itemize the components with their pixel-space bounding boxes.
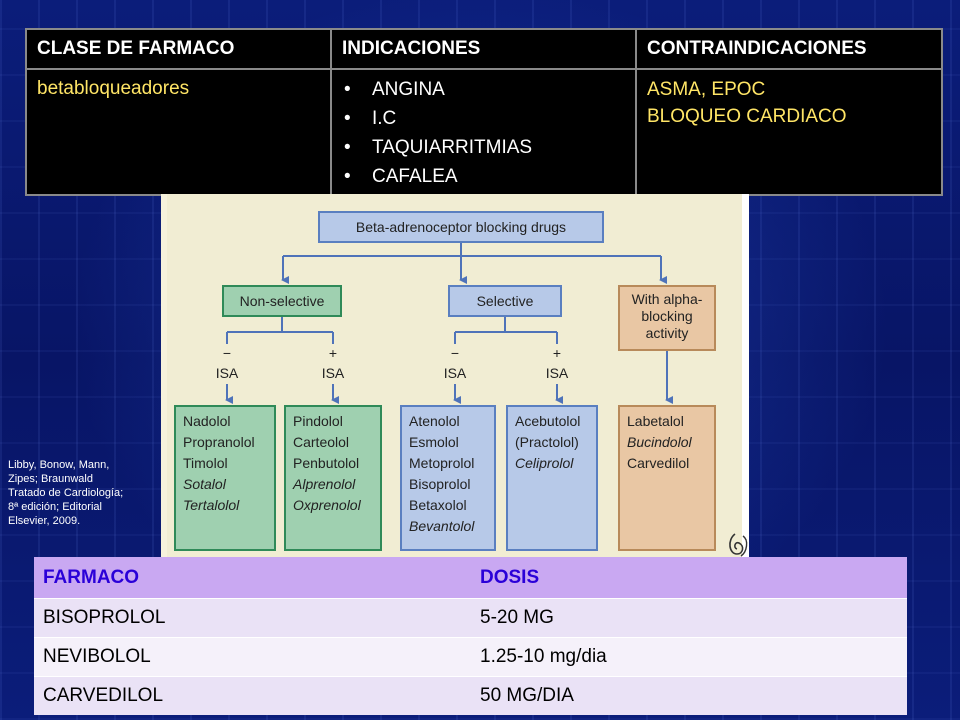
indication-text: TAQUIARRITMIAS bbox=[372, 137, 533, 158]
indication-item: • I.C bbox=[344, 107, 635, 136]
sel-plus-drug-box bbox=[506, 405, 598, 551]
drug-name-label: Timolol bbox=[183, 455, 228, 471]
drug-name-label: Esmolol bbox=[409, 434, 459, 450]
diagram-svg: Beta-adrenoceptor blocking drugsNon-sele… bbox=[174, 211, 716, 551]
drug-name-label: Nadolol bbox=[183, 413, 230, 429]
alpha-blocking-label: With alpha- bbox=[632, 291, 703, 307]
nonsel-plus-isa-sign: + bbox=[329, 345, 337, 361]
drug-name-label: Pindolol bbox=[293, 413, 343, 429]
bullet-icon: • bbox=[344, 166, 351, 187]
bullet-icon: • bbox=[344, 108, 351, 129]
drug-name-label: Bucindolol bbox=[627, 434, 692, 450]
nonsel-minus-isa-label: ISA bbox=[216, 365, 239, 381]
contraindication-text: ASMA, EPOC bbox=[647, 79, 766, 100]
nonsel-plus-isa-label: ISA bbox=[322, 365, 345, 381]
drug-name-label: Carvedilol bbox=[627, 455, 689, 471]
alpha-drug-box bbox=[618, 405, 716, 551]
selective-label: Selective bbox=[477, 293, 534, 309]
header-drug-class: CLASE DE FARMACO bbox=[25, 28, 332, 70]
dose-cell: 1.25-10 mg/dia bbox=[471, 637, 907, 677]
drug-name-label: Sotalol bbox=[183, 476, 227, 492]
nonsel-minus-drug-box bbox=[174, 405, 276, 551]
drug-class-table: CLASE DE FARMACO INDICACIONES CONTRAINDI… bbox=[25, 28, 943, 196]
drug-name-label: Betaxolol bbox=[409, 497, 467, 513]
drug-name-label: Acebutolol bbox=[515, 413, 580, 429]
table-row: CARVEDILOL 50 MG/DIA bbox=[34, 676, 907, 715]
root-box bbox=[318, 211, 604, 243]
drug-class-name: betabloqueadores bbox=[37, 78, 190, 99]
drug-name-label: Labetalol bbox=[627, 413, 684, 429]
drug-name-label: Penbutolol bbox=[293, 455, 359, 471]
sel-minus-isa-sign: − bbox=[451, 345, 459, 361]
table-row: BISOPROLOL 5-20 MG bbox=[34, 598, 907, 638]
drug-cell: BISOPROLOL bbox=[34, 598, 471, 638]
nonselective-box bbox=[222, 285, 342, 317]
bullet-icon: • bbox=[344, 79, 351, 100]
drug-name-label: Tertalolol bbox=[183, 497, 240, 513]
header-contraindications: CONTRAINDICACIONES bbox=[635, 28, 943, 70]
diagram-boxes bbox=[174, 211, 716, 551]
citation-line: Elsevier, 2009. bbox=[8, 515, 81, 527]
citation-line: Zipes; Braunwald bbox=[8, 473, 93, 485]
header-indications: INDICACIONES bbox=[330, 28, 637, 70]
drug-name-label: Propranolol bbox=[183, 434, 255, 450]
alpha-blocking-label: activity bbox=[646, 325, 689, 341]
citation-line: 8ª edición; Editorial bbox=[8, 501, 102, 513]
contraindication-text: BLOQUEO CARDIACO bbox=[647, 106, 847, 127]
drug-name-label: Carteolol bbox=[293, 434, 349, 450]
drug-name-label: (Practolol) bbox=[515, 434, 579, 450]
drug-name-label: Celiprolol bbox=[515, 455, 574, 471]
root-label: Beta-adrenoceptor blocking drugs bbox=[356, 219, 566, 235]
nonselective-label: Non-selective bbox=[240, 293, 325, 309]
selective-box bbox=[448, 285, 562, 317]
indications-list: • ANGINA • I.C • TAQUIARRITMIAS • CAFALEA bbox=[342, 78, 635, 194]
drug-name-label: Metoprolol bbox=[409, 455, 474, 471]
indication-text: ANGINA bbox=[372, 79, 445, 100]
drug-name-label: Bevantolol bbox=[409, 518, 475, 534]
header-dose: DOSIS bbox=[471, 557, 907, 599]
cell-contraindications: ASMA, EPOC BLOQUEO CARDIACO bbox=[635, 68, 943, 196]
dose-table: FARMACO DOSIS BISOPROLOL 5-20 MG NEVIBOL… bbox=[34, 557, 907, 715]
drug-cell: CARVEDILOL bbox=[34, 676, 471, 715]
publisher-logo-icon bbox=[729, 533, 748, 557]
diagram-connectors bbox=[225, 242, 673, 404]
cell-drug-class: betabloqueadores bbox=[25, 68, 332, 196]
dose-cell: 5-20 MG bbox=[471, 598, 907, 638]
sel-minus-isa-label: ISA bbox=[444, 365, 467, 381]
drug-class-header-row: CLASE DE FARMACO INDICACIONES CONTRAINDI… bbox=[25, 28, 943, 70]
citation-text: Libby, Bonow, Mann, Zipes; Braunwald Tra… bbox=[8, 458, 158, 528]
indication-item: • ANGINA bbox=[344, 78, 635, 107]
sel-plus-isa-label: ISA bbox=[546, 365, 569, 381]
alpha-blocking-box bbox=[618, 285, 716, 351]
indication-text: I.C bbox=[372, 108, 397, 129]
drug-cell: NEVIBOLOL bbox=[34, 637, 471, 677]
drug-name-label: Oxprenolol bbox=[293, 497, 362, 513]
indication-text: CAFALEA bbox=[372, 166, 458, 187]
diagram-labels: Beta-adrenoceptor blocking drugsNon-sele… bbox=[183, 219, 703, 534]
diagram-edge bbox=[742, 194, 749, 558]
dose-header-row: FARMACO DOSIS bbox=[34, 557, 907, 599]
bullet-icon: • bbox=[344, 137, 351, 158]
nonsel-plus-drug-box bbox=[284, 405, 382, 551]
cell-indications: • ANGINA • I.C • TAQUIARRITMIAS • CAFALEA bbox=[330, 68, 637, 196]
drug-class-row: betabloqueadores • ANGINA • I.C • TAQUIARRI… bbox=[25, 68, 943, 196]
header-drug: FARMACO bbox=[34, 557, 471, 599]
citation-line: Libby, Bonow, Mann, bbox=[8, 459, 110, 471]
table-row: NEVIBOLOL 1.25-10 mg/dia bbox=[34, 637, 907, 677]
drug-name-label: Atenolol bbox=[409, 413, 460, 429]
nonsel-minus-isa-sign: − bbox=[223, 345, 231, 361]
alpha-blocking-label: blocking bbox=[641, 308, 692, 324]
sel-plus-isa-sign: + bbox=[553, 345, 561, 361]
sel-minus-drug-box bbox=[400, 405, 496, 551]
citation-line: Tratado de Cardiología; bbox=[8, 487, 124, 499]
dose-cell: 50 MG/DIA bbox=[471, 676, 907, 715]
drug-name-label: Bisoprolol bbox=[409, 476, 470, 492]
indication-item: • CAFALEA bbox=[344, 165, 635, 194]
drug-name-label: Alprenolol bbox=[292, 476, 356, 492]
indication-item: • TAQUIARRITMIAS bbox=[344, 136, 635, 165]
